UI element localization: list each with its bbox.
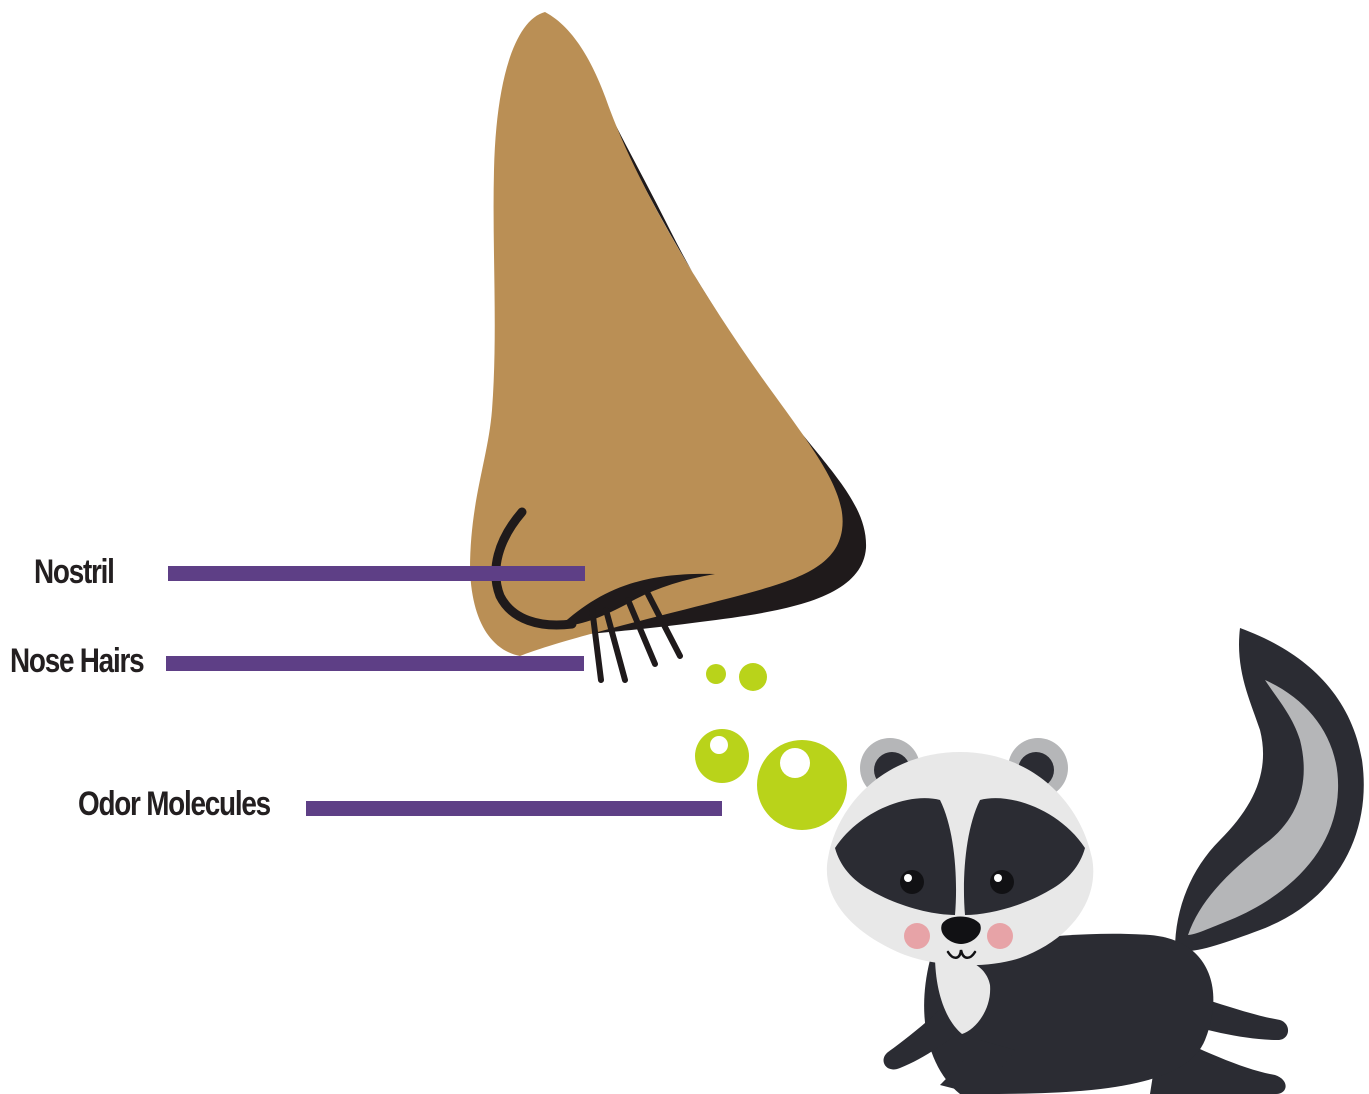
skunk-illustration <box>827 628 1364 1094</box>
nose-hairs-leader-line <box>166 656 584 671</box>
skunk-left-eye-shine <box>904 874 912 882</box>
skunk-right-eye-shine <box>994 874 1002 882</box>
odor-molecules-leader-line <box>306 801 722 816</box>
skunk-left-cheek <box>904 923 930 949</box>
nostril-label: Nostril <box>34 555 114 589</box>
odor-molecule-highlight <box>710 736 728 754</box>
odor-molecules-label: Odor Molecules <box>78 787 270 821</box>
odor-molecule <box>706 664 726 684</box>
nostril-leader-line <box>168 566 585 581</box>
nose-hairs-label: Nose Hairs <box>10 644 143 678</box>
nose-body <box>470 12 843 656</box>
skunk-left-eye <box>900 870 924 894</box>
skunk-right-eye <box>990 870 1014 894</box>
skunk-right-cheek <box>987 923 1013 949</box>
odor-molecule-highlight <box>780 748 810 778</box>
odor-molecule <box>739 663 767 691</box>
